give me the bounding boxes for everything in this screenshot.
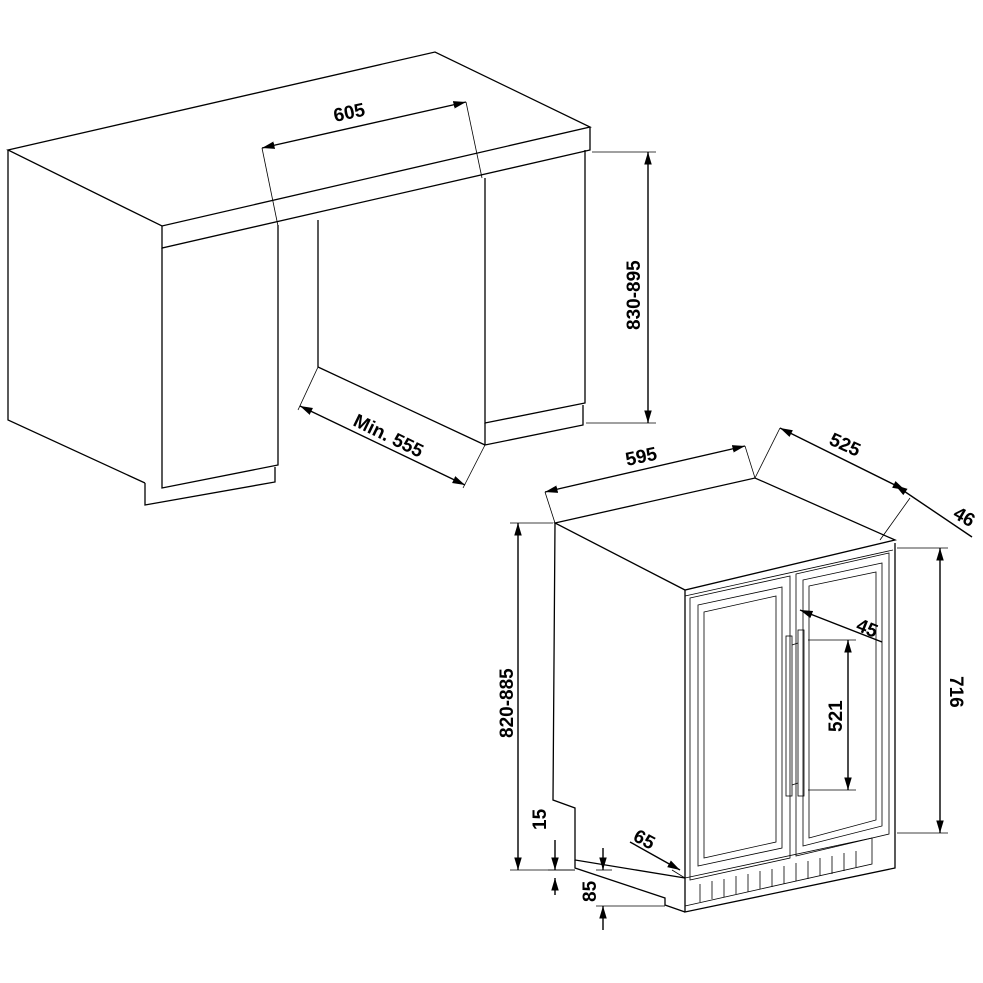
left-door-handle [785,635,793,797]
height-label: 820-885 [497,668,518,738]
dimension-opening-depth: Min. 555 [297,366,486,489]
worktop-height-label: 830-895 [624,260,645,330]
depth-label: 525 [826,429,864,461]
dimension-door-height: 716 [897,547,966,834]
dimension-worktop-height: 830-895 [586,151,656,424]
right-door-handle [797,629,805,797]
wine-cooler [552,477,898,913]
dimension-width: 595 [544,444,756,524]
handle-length-label: 521 [826,700,847,732]
dimension-depth: 525 [754,427,906,491]
door-height-label: 716 [945,676,966,708]
dimension-plinth-height: 85 [580,848,665,930]
foot-adjust-label: 15 [530,808,551,830]
plinth-height-label: 85 [580,880,601,902]
handle-offset-label: 45 [853,615,881,643]
dimension-foot-adjust: 15 [530,808,575,895]
dimension-handle-length: 521 [808,639,856,791]
kitchen-cabinet [6,51,592,506]
door-depth-label: 46 [950,503,979,532]
opening-depth-label: Min. 555 [350,411,427,463]
dimension-plinth-setback: 65 [630,826,681,871]
dimension-door-depth: 46 [879,484,979,541]
plinth-setback-label: 65 [630,826,659,855]
opening-width-label: 605 [332,100,368,127]
dimension-handle-offset: 45 [799,609,883,643]
ventilation-grille [684,837,873,907]
dimension-opening-width: 605 [261,100,483,227]
